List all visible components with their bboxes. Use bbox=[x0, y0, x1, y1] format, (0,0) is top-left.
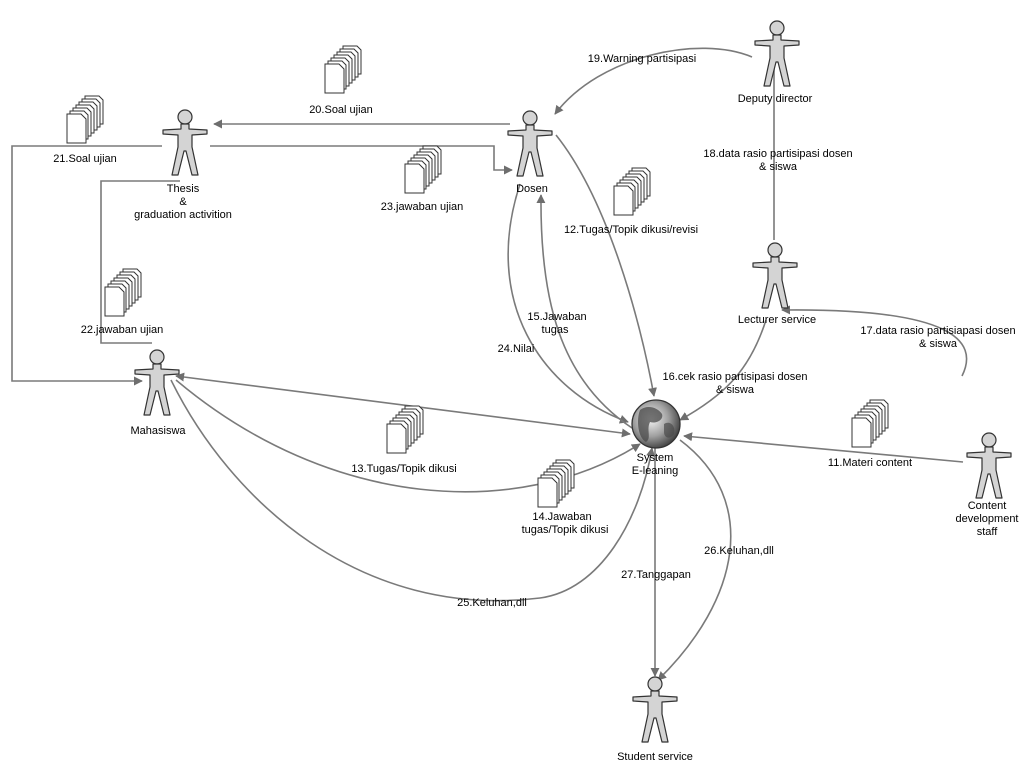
edge-25-label: 25.Keluhan,dll bbox=[457, 597, 527, 609]
document-stack-icon bbox=[386, 405, 424, 454]
edge-16-label-line2: & siswa bbox=[716, 384, 755, 396]
thesis-label-line3: graduation activition bbox=[134, 209, 232, 221]
thesis-label-line2: & bbox=[179, 196, 187, 208]
edge-22-jawaban-ujian bbox=[100, 180, 180, 344]
edge-17-label-line1: 17.data rasio partisiapasi dosen bbox=[860, 325, 1015, 337]
edge-19-label: 19.Warning partisipasi bbox=[588, 53, 696, 65]
content-staff-label-line3: staff bbox=[977, 526, 999, 538]
document-stack-icon bbox=[104, 268, 142, 317]
edge-17-rasio bbox=[781, 305, 968, 377]
edge-27-label: 27.Tanggapan bbox=[621, 569, 691, 581]
edge-21-soal-ujian bbox=[11, 145, 162, 386]
edge-11-label: 11.Materi content bbox=[828, 457, 912, 469]
edge-14-jawaban bbox=[175, 379, 641, 493]
edge-12-label: 12.Tugas/Topik dikusi/revisi bbox=[564, 224, 698, 236]
edge-11-materi bbox=[683, 432, 964, 463]
edge-18-label-line1: 18.data rasio partisipasi dosen bbox=[703, 148, 852, 160]
document-stack-icon bbox=[613, 167, 651, 216]
document-stack-icon bbox=[404, 145, 442, 194]
actor-lecturer-service bbox=[752, 242, 798, 309]
connectors bbox=[11, 47, 968, 681]
edge-21-label: 21.Soal ujian bbox=[53, 153, 117, 165]
edge-13-tugas bbox=[175, 372, 631, 438]
edge-22-label: 22.jawaban ujian bbox=[81, 324, 164, 336]
edge-25-keluhan bbox=[170, 379, 656, 602]
actor-deputy-director bbox=[754, 20, 800, 87]
edge-15-label-line2: tugas bbox=[542, 324, 569, 336]
content-staff-label-line2: development bbox=[956, 513, 1019, 525]
edge-26-keluhan bbox=[657, 439, 732, 681]
edge-14-label-line1: 14.Jawaban bbox=[532, 511, 591, 523]
system-label-line2: E-leaning bbox=[632, 465, 678, 477]
document-stack-icon bbox=[851, 399, 889, 448]
globe-icon bbox=[631, 399, 681, 449]
edge-12-tugas-revisi bbox=[555, 134, 657, 397]
edge-17-label-line2: & siswa bbox=[919, 338, 958, 350]
document-stack-icon bbox=[324, 45, 362, 94]
edge-18-label-line2: & siswa bbox=[759, 161, 798, 173]
actor-dosen bbox=[507, 110, 553, 177]
system-label-line1: System bbox=[637, 452, 674, 464]
edge-16-label-line1: 16.cek rasio partisipasi dosen bbox=[663, 371, 808, 383]
mahasiswa-label: Mahasiswa bbox=[130, 425, 186, 437]
labels: Deputy director Thesis & graduation acti… bbox=[53, 53, 1018, 763]
edge-23-label: 23.jawaban ujian bbox=[381, 201, 464, 213]
lecturer-service-label: Lecturer service bbox=[738, 314, 816, 326]
edge-23-jawaban-ujian bbox=[210, 145, 513, 175]
actor-thesis bbox=[162, 109, 208, 176]
thesis-label-line1: Thesis bbox=[167, 183, 200, 195]
document-stack-icon bbox=[66, 95, 104, 144]
student-service-label: Student service bbox=[617, 751, 693, 763]
dosen-label: Dosen bbox=[516, 183, 548, 195]
document-stack-icon bbox=[537, 459, 575, 508]
edge-15-label-line1: 15.Jawaban bbox=[527, 311, 586, 323]
edge-20-label: 20.Soal ujian bbox=[309, 104, 373, 116]
deputy-director-label: Deputy director bbox=[738, 93, 813, 105]
edge-13-label: 13.Tugas/Topik dikusi bbox=[351, 463, 456, 475]
actor-content-staff bbox=[966, 432, 1012, 499]
edge-19-warning bbox=[554, 47, 753, 115]
actor-student-service bbox=[632, 676, 678, 743]
edge-24-label: 24.Nilai bbox=[498, 343, 535, 355]
edge-26-label: 26.Keluhan,dll bbox=[704, 545, 774, 557]
edge-16-cek-rasio bbox=[679, 319, 767, 421]
edge-24-nilai bbox=[507, 183, 629, 424]
actors bbox=[134, 20, 1012, 743]
content-staff-label-line1: Content bbox=[968, 500, 1007, 512]
edge-14-label-line2: tugas/Topik dikusi bbox=[522, 524, 609, 536]
